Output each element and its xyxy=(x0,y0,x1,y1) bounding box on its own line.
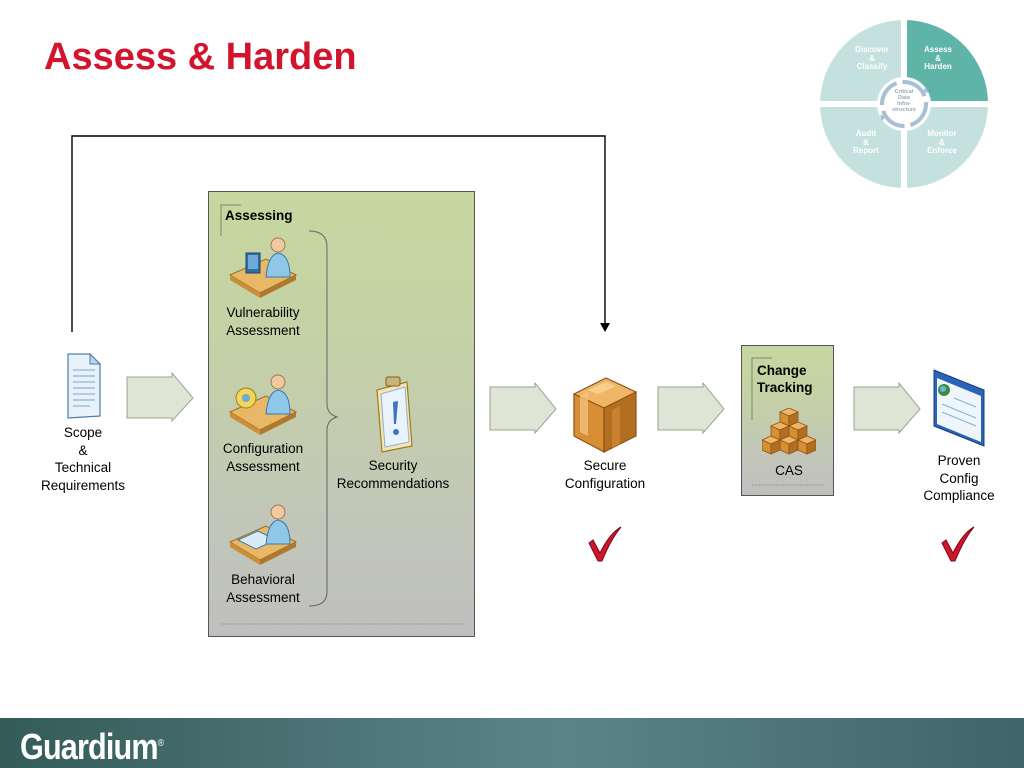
vulnerability-assessment-label: Vulnerability Assessment xyxy=(226,305,300,338)
logo-text: Guardium xyxy=(20,726,159,767)
proven-compliance-checkmark-icon xyxy=(938,523,978,563)
proven-compliance-label: Proven Config Compliance xyxy=(923,453,995,503)
cycle-wheel-graphic xyxy=(818,18,990,190)
wheel-monitor-label: Monitor & Enforce xyxy=(927,129,957,156)
configuration-workstation-icon xyxy=(228,370,298,436)
stacked-boxes-icon xyxy=(761,407,817,460)
assessing-box-decor xyxy=(220,204,464,625)
secure-configuration-label: Secure Configuration xyxy=(564,458,646,491)
logo-registered-mark: ® xyxy=(157,738,164,749)
vulnerability-workstation-icon xyxy=(228,233,298,299)
behavioral-assessment-label: Behavioral Assessment xyxy=(226,572,300,605)
wheel-discover-label: Discover & Classify xyxy=(855,45,889,72)
browser-window-icon xyxy=(930,368,988,450)
clipboard-alert-icon xyxy=(374,374,414,454)
document-icon xyxy=(64,352,104,420)
flow-arrow-2 xyxy=(489,381,557,435)
wheel-hub-label: Critical Data Infra- structure xyxy=(892,89,916,113)
cycle-wheel: Discover & Classify Assess & Harden Audi… xyxy=(818,18,990,190)
change-tracking-heading: Change Tracking xyxy=(757,363,813,395)
cas-label: CAS xyxy=(775,463,803,478)
flow-arrow-1 xyxy=(126,371,194,423)
secure-configuration-checkmark-icon xyxy=(585,523,625,563)
footer-bar xyxy=(0,718,1024,768)
assessing-heading: Assessing xyxy=(225,208,293,223)
scope-label: Scope & Technical Requirements xyxy=(40,425,126,493)
security-recommendations-label: Security Recommendations xyxy=(336,458,450,491)
guardium-logo: Guardium® xyxy=(20,726,164,768)
wheel-assess-label: Assess & Harden xyxy=(923,45,953,72)
change-box-decor xyxy=(751,357,824,486)
configuration-assessment-label: Configuration Assessment xyxy=(222,441,304,474)
page-title: Assess & Harden xyxy=(44,36,357,78)
crate-icon xyxy=(570,374,640,454)
behavioral-workstation-icon xyxy=(228,500,298,566)
flow-arrow-4 xyxy=(853,381,921,435)
flow-arrow-3 xyxy=(657,381,725,435)
wheel-audit-label: Audit & Report xyxy=(853,129,879,156)
